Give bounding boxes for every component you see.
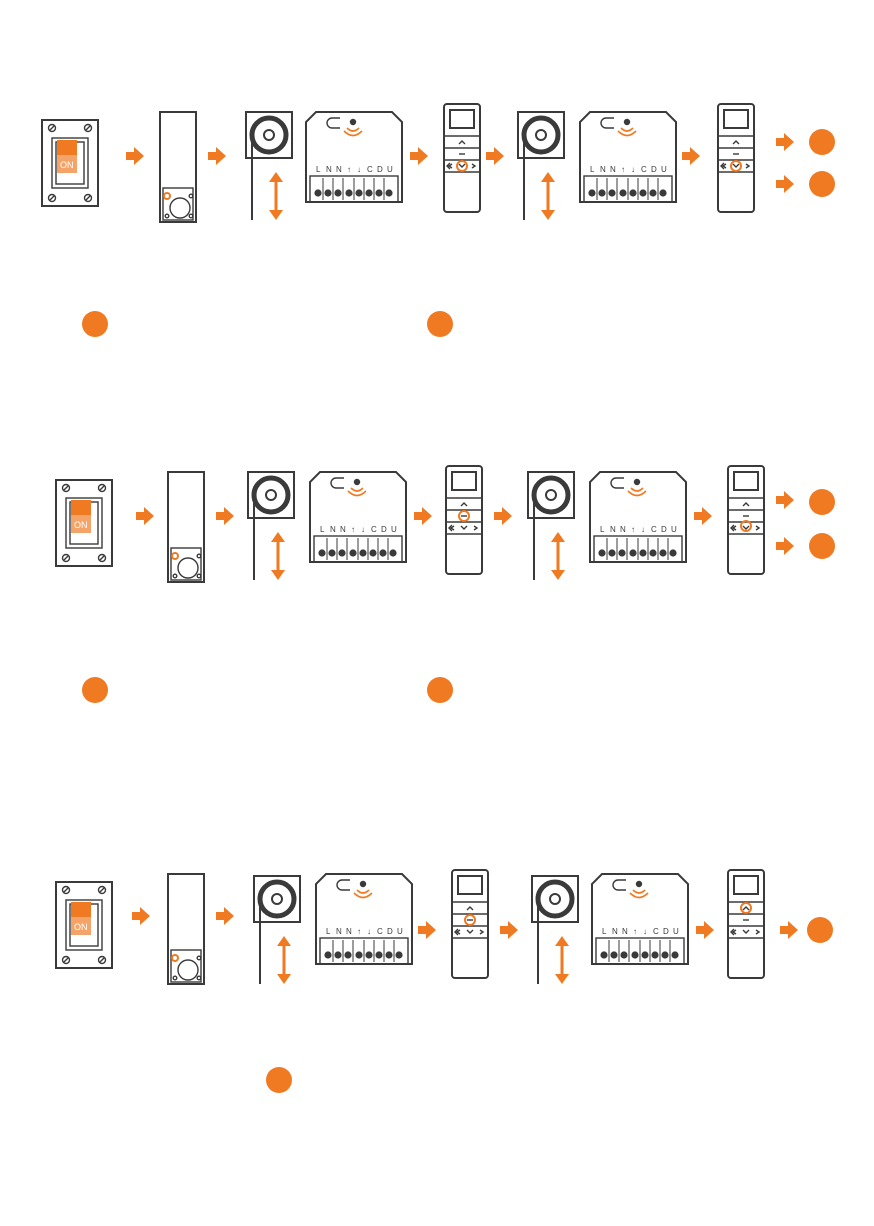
motor-icon (518, 112, 564, 220)
motor-icon (248, 472, 294, 580)
arrow-icon (682, 147, 700, 165)
arrow-icon (132, 907, 150, 925)
breaker-icon (56, 882, 112, 968)
arrow-icon (776, 537, 794, 555)
arrow-icon (776, 175, 794, 193)
remote-icon (718, 104, 754, 212)
step-marker-icon (427, 311, 453, 337)
wire-icon (168, 874, 204, 984)
motor-icon (528, 472, 574, 580)
step-marker-icon (809, 533, 835, 559)
receiver-icon (316, 874, 412, 964)
arrow-icon (126, 147, 144, 165)
row-2 (56, 466, 835, 703)
step-marker-icon (82, 677, 108, 703)
receiver-icon (306, 112, 402, 202)
arrow-icon (486, 147, 504, 165)
receiver-icon (592, 874, 688, 964)
arrow-icon (410, 147, 428, 165)
step-marker-icon (427, 677, 453, 703)
arrow-icon (696, 921, 714, 939)
arrow-icon (418, 921, 436, 939)
wire-icon (160, 112, 196, 222)
breaker-icon (42, 120, 98, 206)
arrow-icon (494, 507, 512, 525)
arrow-icon (500, 921, 518, 939)
wire-icon (168, 472, 204, 582)
step-marker-icon (809, 171, 835, 197)
receiver-icon (580, 112, 676, 202)
remote-up-press (741, 903, 751, 913)
row-3 (56, 870, 833, 1093)
row-1 (42, 104, 835, 337)
step-marker-icon (82, 311, 108, 337)
remote-icon (728, 870, 764, 978)
receiver-icon (310, 472, 406, 562)
step-marker-icon (807, 917, 833, 943)
arrow-icon (136, 507, 154, 525)
arrow-icon (776, 133, 794, 151)
receiver-icon (590, 472, 686, 562)
breaker-icon (56, 480, 112, 566)
arrow-icon (694, 507, 712, 525)
step-marker-icon (809, 489, 835, 515)
motor-icon (246, 112, 292, 220)
remote-down-press (731, 161, 741, 171)
step-marker-icon (266, 1067, 292, 1093)
arrow-icon (208, 147, 226, 165)
arrow-icon (414, 507, 432, 525)
arrow-icon (780, 921, 798, 939)
arrow-icon (216, 507, 234, 525)
remote-down-press (457, 161, 467, 171)
arrow-icon (776, 491, 794, 509)
remote-icon (444, 104, 480, 212)
step-marker-icon (809, 129, 835, 155)
arrow-icon (216, 907, 234, 925)
motor-icon (254, 876, 300, 984)
motor-icon (532, 876, 578, 984)
